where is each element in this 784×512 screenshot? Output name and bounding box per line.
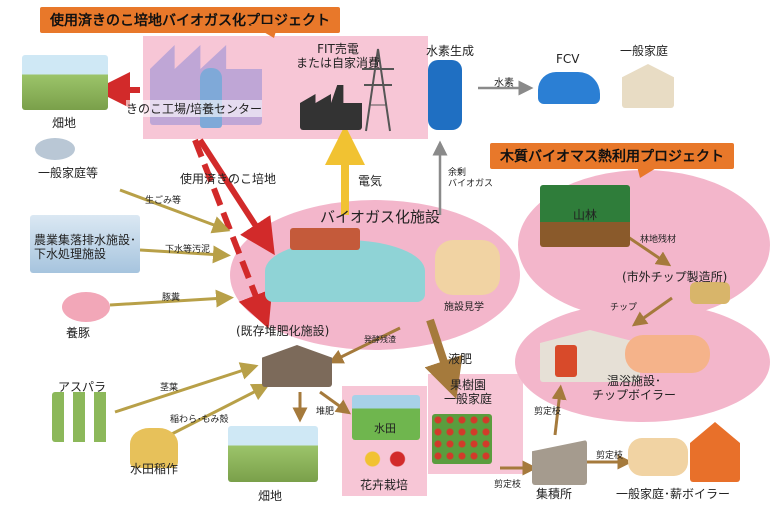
surplus-gas-label: 余剰 バイオガス <box>448 168 494 189</box>
biogas-domes-illustration <box>265 240 425 302</box>
orchard-illustration <box>432 414 492 464</box>
forest-residue-label: 林地残材 <box>640 235 677 245</box>
biogas-facility-label: バイオガス化施設 <box>320 208 441 226</box>
pruned-2-label: 剪定枝 <box>534 407 562 417</box>
hydrogen-tank-illustration <box>428 60 462 130</box>
agri-sewage-label: 農業集落排水施設･ 下水処理施設 <box>34 233 137 261</box>
fit-label: FIT売電 または自家消費 <box>296 42 381 70</box>
banner-tail-2 <box>636 162 666 178</box>
chip-factory-label: (市外チップ製造所) <box>622 270 728 284</box>
worker-figure <box>200 68 222 128</box>
pig-illustration <box>62 292 110 322</box>
paddy-illustration <box>352 395 420 440</box>
mushroom-factory-label: きのこ工場/培養センター <box>126 100 263 117</box>
project2-banner: 木質バイオマス熱利用プロジェクト <box>490 143 734 169</box>
compost-label: (既存堆肥化施設) <box>236 324 330 338</box>
banner-tail-1 <box>250 24 278 38</box>
tour-label: 施設見学 <box>444 302 484 313</box>
orchard-label: 果樹園 一般家庭 <box>444 378 493 406</box>
manure-label: 豚糞 <box>162 293 181 303</box>
forest-illustration <box>540 185 630 247</box>
pig-label: 養豚 <box>66 326 91 340</box>
home-top-label: 一般家庭 <box>620 44 669 58</box>
rice-label: 水田稲作 <box>130 462 179 476</box>
compost-out-label: 堆肥 <box>316 407 335 417</box>
digestion-residue-label: 発酵残渣 <box>364 335 396 344</box>
boiler-illustration <box>555 345 577 377</box>
straw-label: 稲わら･もみ殻 <box>170 415 229 425</box>
mountain-label: 山林 <box>573 208 598 222</box>
project1-banner: 使用済きのこ培地バイオガス化プロジェクト <box>40 7 340 33</box>
farm-top-illustration <box>22 55 108 110</box>
flowers-illustration <box>360 448 410 470</box>
farm-top-label: 畑地 <box>52 116 77 130</box>
asparagus-label: アスパラ <box>58 380 107 394</box>
liquid-fertilizer-label: 液肥 <box>448 352 473 366</box>
chip-pile-illustration <box>690 282 730 304</box>
tour-people-illustration <box>435 240 500 295</box>
kitchen-waste-label: 生ごみ等 <box>145 196 182 206</box>
rice-illustration <box>130 428 178 468</box>
hydrogen-label: 水素生成 <box>426 44 475 58</box>
collection-label: 集積所 <box>536 487 573 501</box>
power-tower-icon <box>362 48 394 132</box>
sewage-label: 下水等汚泥 <box>165 245 211 255</box>
flowers-label: 花卉栽培 <box>360 478 409 492</box>
fcv-car-illustration <box>538 72 600 104</box>
biogas-buildings-illustration <box>290 228 360 250</box>
electricity-label: 電気 <box>358 174 383 188</box>
spent-medium-label: 使用済きのこ培地 <box>180 172 277 186</box>
pruned-1-label: 剪定枝 <box>494 480 522 490</box>
hydrogen-flow-label: 水素 <box>494 78 514 89</box>
farm-bottom-illustration <box>228 426 318 482</box>
fish-bone-illustration <box>35 138 75 160</box>
paddy-label: 水田 <box>374 422 396 435</box>
bathers-illustration <box>625 335 710 373</box>
family-illustration <box>628 438 688 476</box>
households-label: 一般家庭等 <box>38 166 99 180</box>
sewage-plant-illustration <box>30 215 140 273</box>
pruned-3-label: 剪定枝 <box>596 451 624 461</box>
farm-bottom-label: 畑地 <box>258 489 283 503</box>
fcv-label: FCV <box>556 52 580 66</box>
chips-label: チップ <box>610 303 638 313</box>
stems-label: 茎葉 <box>160 383 179 393</box>
firewood-label: 一般家庭･薪ボイラー <box>616 487 731 501</box>
bath-label: 温浴施設･ チップボイラー <box>592 374 677 402</box>
asparagus-illustration <box>52 392 112 442</box>
